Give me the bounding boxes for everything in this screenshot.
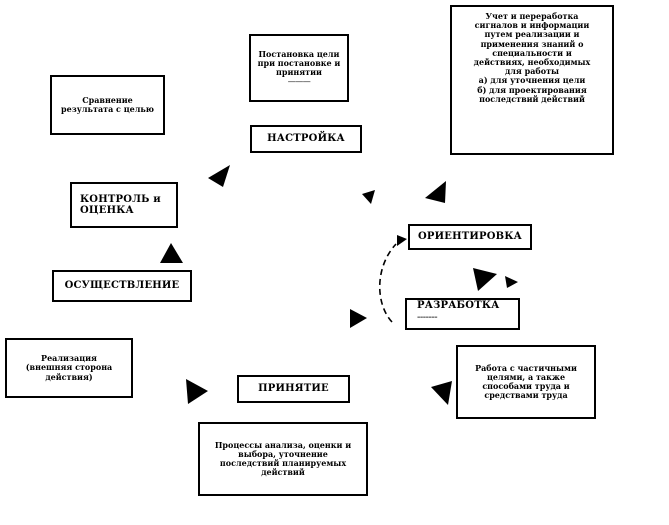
stage-orientation-label: ОРИЕНТИРОВКА	[418, 231, 522, 243]
arrow-to-partial-goals	[431, 381, 452, 405]
stage-setup-label: НАСТРОЙКА	[267, 133, 345, 145]
note-info-line: последствий действий	[479, 93, 585, 104]
stage-development: РАЗРАБОТКА -------	[405, 298, 520, 330]
arrow-to-control-up	[160, 243, 183, 263]
note-info-line: путем реализации и	[484, 29, 580, 40]
note-analysis-text: Процессы анализа, оценки и выбора, уточн…	[214, 439, 352, 478]
dashed-connector-arrowhead	[397, 235, 407, 246]
note-goal-setting: Постановка цели при постановке и приняти…	[249, 34, 349, 102]
note-realization-text: Реализация (внешняя сторона действия)	[25, 353, 113, 382]
arrow-to-setup	[425, 181, 446, 203]
arrow-to-development	[350, 309, 367, 328]
arrow-small-center	[362, 190, 375, 204]
note-info-line: применения знаний о	[480, 38, 584, 49]
stage-orientation: ОРИЕНТИРОВКА	[408, 224, 532, 250]
dashed-connector	[378, 243, 397, 323]
note-info-line: специальности и	[492, 47, 572, 58]
note-goal-setting-dash: ———	[287, 77, 311, 87]
arrow-to-control	[208, 165, 230, 187]
stage-control-label: КОНТРОЛЬ и ОЦЕНКА	[80, 193, 161, 217]
stage-implementation: ОСУЩЕСТВЛЕНИЕ	[52, 270, 192, 302]
note-info-line: Учет и переработка	[485, 11, 579, 21]
note-comparison: Сравнение результата с целью	[50, 75, 165, 135]
stage-control: КОНТРОЛЬ и ОЦЕНКА	[70, 182, 178, 228]
stage-implementation-label: ОСУЩЕСТВЛЕНИЕ	[64, 280, 180, 292]
note-info-processing: Учет и переработка сигналов и информации…	[450, 5, 614, 155]
note-info-line: действиях, необходимых	[473, 56, 591, 67]
arrow-small-right	[505, 276, 518, 288]
note-info-line: сигналов и информации	[474, 20, 590, 31]
stage-acceptance: ПРИНЯТИЕ	[237, 375, 350, 403]
note-partial-goals-text: Работа с частичными целями, а также спос…	[475, 362, 577, 401]
stage-setup: НАСТРОЙКА	[250, 125, 362, 153]
arrow-to-orientation	[473, 268, 497, 291]
stage-development-label: РАЗРАБОТКА	[417, 300, 500, 311]
note-info-line: а) для уточнения цели	[478, 75, 586, 86]
note-analysis: Процессы анализа, оценки и выбора, уточн…	[198, 422, 368, 496]
note-goal-setting-text: Постановка цели при постановке и приняти…	[257, 48, 341, 77]
stage-acceptance-label: ПРИНЯТИЕ	[258, 383, 329, 395]
arrow-to-acceptance	[186, 379, 208, 404]
note-realization: Реализация (внешняя сторона действия)	[5, 338, 133, 398]
note-comparison-text: Сравнение результата с целью	[61, 94, 154, 114]
note-info-line: б) для проектирования	[477, 84, 587, 95]
note-partial-goals: Работа с частичными целями, а также спос…	[456, 345, 596, 419]
stage-development-dash: -------	[417, 311, 438, 323]
note-info-line: для работы	[504, 66, 560, 77]
